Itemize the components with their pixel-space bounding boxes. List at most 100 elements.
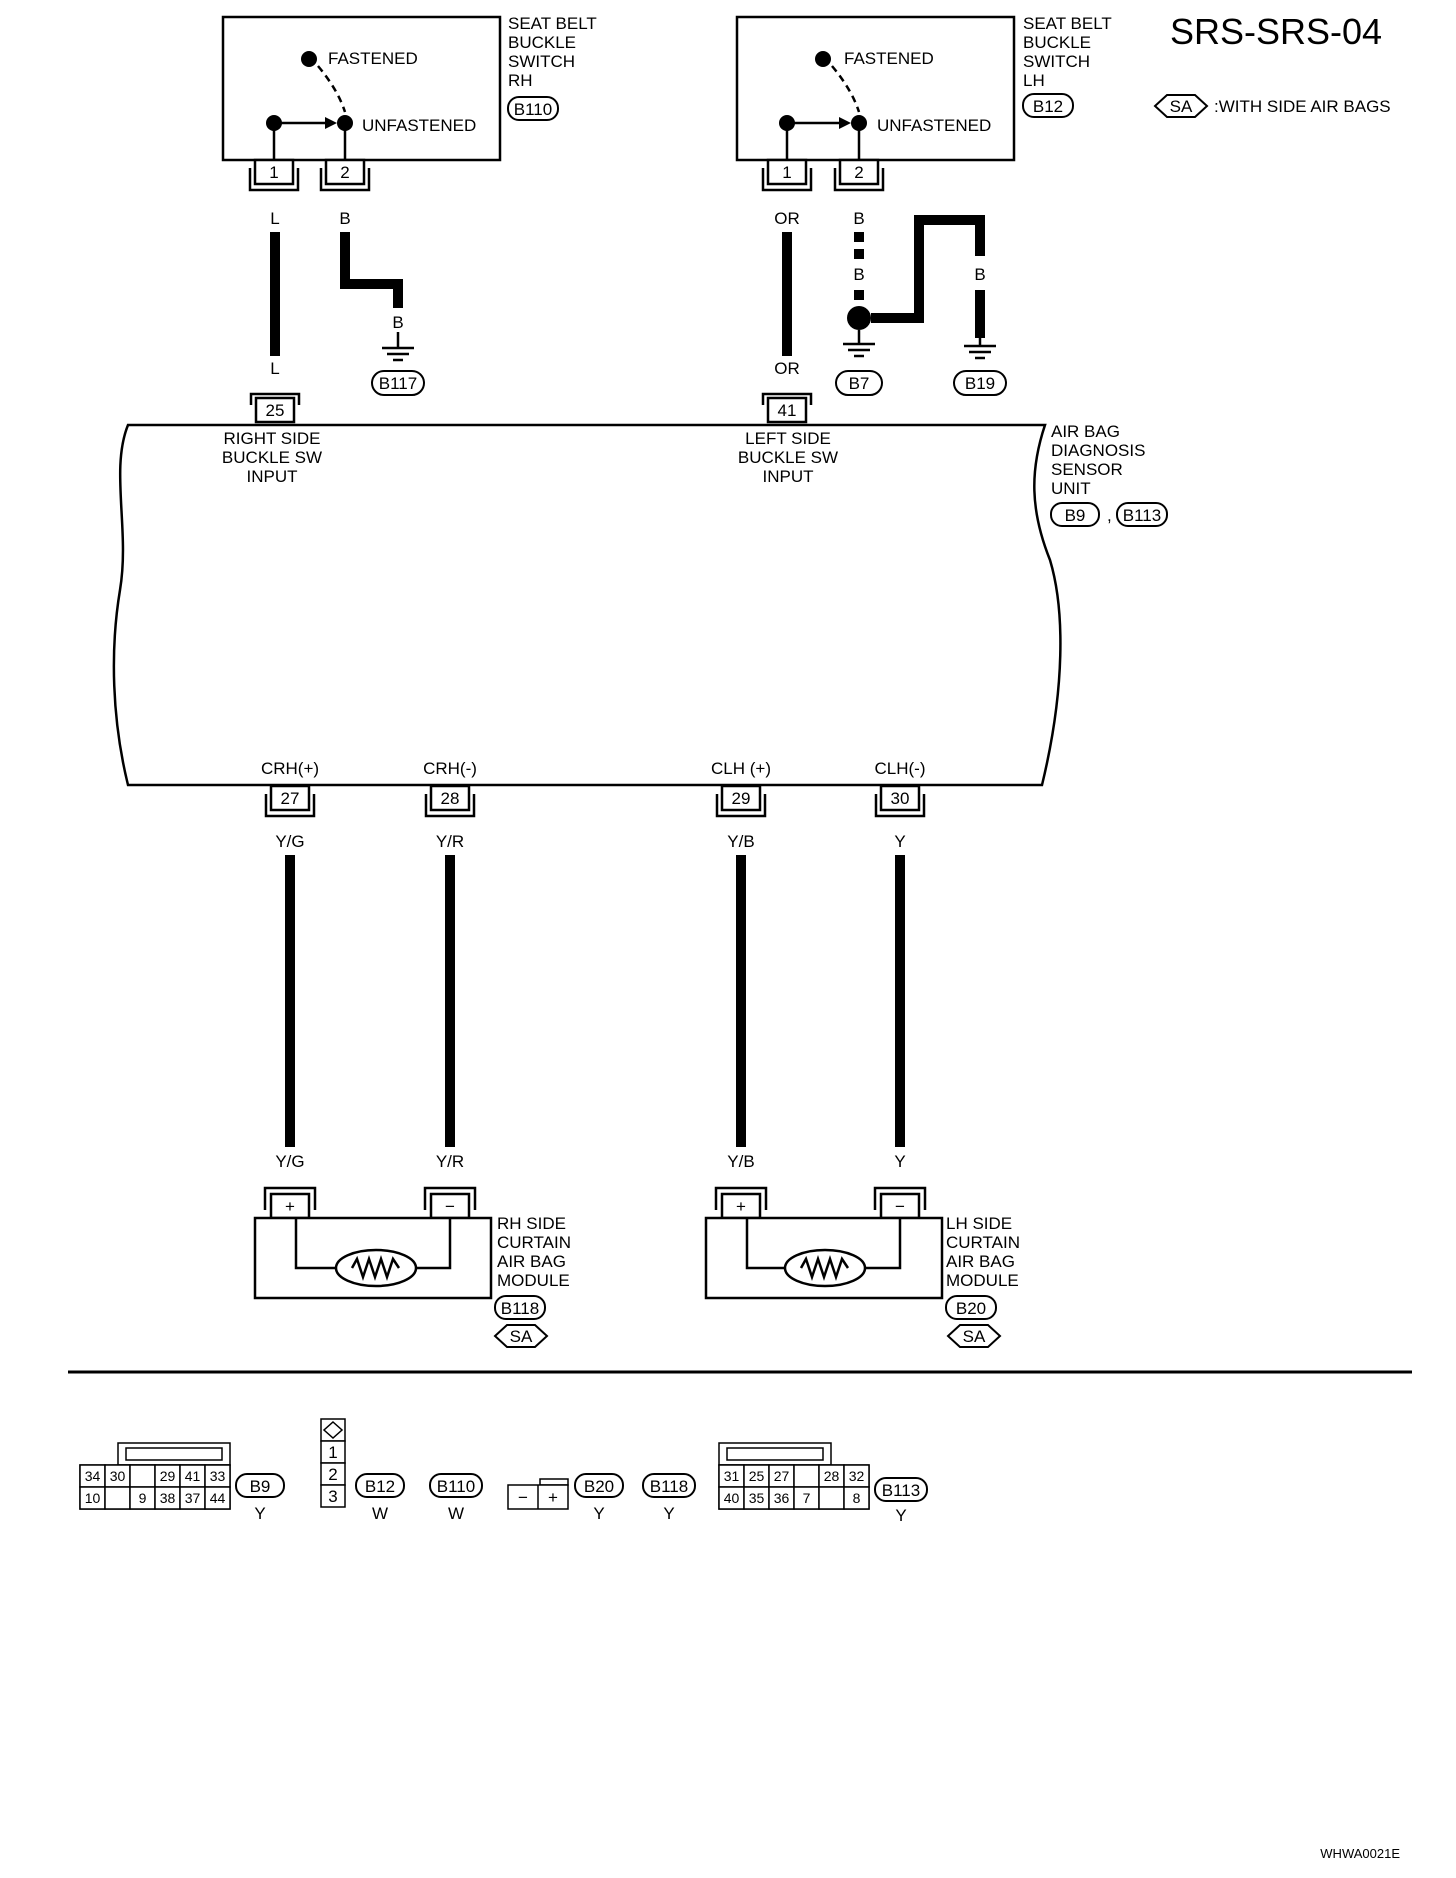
pin-bracket	[319, 168, 371, 192]
connector-pin	[879, 1192, 921, 1220]
curtain-airbag-wiring: Y/G Y/R Y/B Y	[275, 832, 906, 1147]
sensor-output-label: CRH(-)	[423, 759, 477, 778]
connector-cell	[843, 1486, 870, 1510]
sensor-input-label: INPUT	[247, 467, 298, 486]
module-rh-connector: B118	[501, 1299, 539, 1318]
switch-lh-fastened-contact	[815, 51, 831, 67]
connector-view-b12-id: B12	[365, 1477, 395, 1496]
connector-tag	[507, 96, 559, 121]
switch-lh-box	[735, 15, 1016, 162]
module-rh-title-1: RH SIDE	[497, 1214, 566, 1233]
sensor-title-1: AIR BAG	[1051, 422, 1120, 441]
sa-symbol	[493, 1324, 549, 1348]
connector-view-b110-id: B110	[437, 1477, 475, 1496]
connector-cell	[793, 1464, 820, 1488]
connector-view-b110-color: W	[448, 1504, 464, 1523]
connector-pin	[429, 1192, 471, 1220]
switch-rh-title-3: SWITCH	[508, 52, 575, 71]
connector-cell	[129, 1464, 156, 1488]
figure-code: WHWA0021E	[1320, 1846, 1400, 1861]
pin-bracket	[264, 794, 316, 818]
connector-tag	[874, 1477, 928, 1502]
sensor-input-pin-25: 25	[266, 401, 285, 420]
resistor-icon	[350, 1255, 401, 1281]
ground-b7: B7	[849, 374, 870, 393]
module-lh-title-2: CURTAIN	[946, 1233, 1020, 1252]
switch-rh-fastened-label: FASTENED	[328, 49, 418, 68]
module-lh-connector: B20	[956, 1299, 986, 1318]
connector-tag	[642, 1473, 696, 1498]
arrow-icon	[839, 117, 851, 129]
sa-symbol	[946, 1324, 1002, 1348]
connector-tag	[429, 1473, 483, 1498]
connector-pin-number: 37	[185, 1490, 201, 1506]
connector-tag	[945, 1295, 997, 1320]
connector-view-b12-pin-2: 2	[328, 1465, 337, 1484]
pin-bracket	[715, 794, 767, 818]
wire-color-label: B	[853, 209, 864, 228]
pin-bracket	[873, 1186, 927, 1210]
sensor-output-label: CLH(-)	[875, 759, 926, 778]
ground-icon	[843, 330, 875, 358]
connector-view-b20-id: B20	[584, 1477, 614, 1496]
connector-pin-number: 36	[774, 1490, 790, 1506]
pin-bracket	[248, 168, 300, 192]
wire-color-label: Y/R	[436, 1152, 464, 1171]
switch-lh-title-2: BUCKLE	[1023, 33, 1091, 52]
connector-view-b118-id: B118	[650, 1477, 688, 1496]
wire-color-label: OR	[774, 209, 800, 228]
module-lh-title-1: LH SIDE	[946, 1214, 1012, 1233]
module-rh-plus: +	[285, 1197, 295, 1216]
connector-pin-number: 38	[160, 1490, 176, 1506]
sensor-input-pin-41: 41	[778, 401, 797, 420]
legend-sa: SA :WITH SIDE AIR BAGS	[1153, 94, 1391, 118]
module-rh-minus: −	[445, 1197, 455, 1216]
sensor-unit: 25 41 RIGHT SIDE BUCKLE SW INPUT LEFT SI…	[112, 392, 1168, 818]
switch-lh-fastened-label: FASTENED	[844, 49, 934, 68]
wire-color-label: Y/R	[436, 832, 464, 851]
sensor-input-label: INPUT	[763, 467, 814, 486]
wire-color-label: Y/G	[275, 1152, 304, 1171]
buckle-switch-lh: FASTENED UNFASTENED SEAT BELT BUCKLE SWI…	[735, 14, 1112, 192]
sensor-connector-b9: B9	[1065, 506, 1086, 525]
wire-color-label: L	[270, 209, 279, 228]
connector-pin	[269, 1192, 311, 1220]
connector-view-b9-id: B9	[250, 1477, 271, 1496]
connector-pin	[720, 1192, 762, 1220]
sa-symbol	[1153, 94, 1209, 118]
connector-view-b9-color: Y	[254, 1504, 265, 1523]
wire-color-label: B	[913, 265, 924, 284]
pin-bracket	[714, 1186, 768, 1210]
ground-icon	[382, 332, 414, 362]
sensor-unit-body	[112, 423, 1062, 787]
switch-lh-unfastened-label: UNFASTENED	[877, 116, 991, 135]
ground-tag	[953, 370, 1007, 396]
wire-color-label: L	[270, 359, 279, 378]
buckle-switch-rh: FASTENED UNFASTENED SEAT BELT BUCKLE SWI…	[221, 14, 597, 192]
wire-color-label: Y/G	[275, 832, 304, 851]
switch-rh-title-1: SEAT BELT	[508, 14, 597, 33]
switch-lh-arm	[831, 65, 861, 113]
switch-rh-unfastened-label: UNFASTENED	[362, 116, 476, 135]
diagram-id: SRS-SRS-04	[1170, 11, 1382, 52]
ground-icon	[964, 338, 996, 360]
squib-icon	[334, 1248, 418, 1288]
connector-pin-number: 8	[853, 1490, 861, 1506]
connector-pin-number: 27	[774, 1468, 790, 1484]
connector-tag	[1050, 502, 1100, 527]
connector-tag	[574, 1473, 624, 1498]
sensor-output-pin-28: 28	[441, 789, 460, 808]
pin-bracket	[249, 392, 301, 405]
sensor-title-4: UNIT	[1051, 479, 1091, 498]
module-lh-plus: +	[736, 1197, 746, 1216]
connector-pin-number: 35	[749, 1490, 765, 1506]
squib-icon	[783, 1248, 867, 1288]
diamond-icon	[322, 1420, 344, 1440]
module-rh-title-4: MODULE	[497, 1271, 570, 1290]
connector-pin-number: 34	[85, 1468, 101, 1484]
wire-color-label: B	[853, 265, 864, 284]
module-lh-minus: −	[895, 1197, 905, 1216]
ground-tag	[835, 370, 883, 396]
